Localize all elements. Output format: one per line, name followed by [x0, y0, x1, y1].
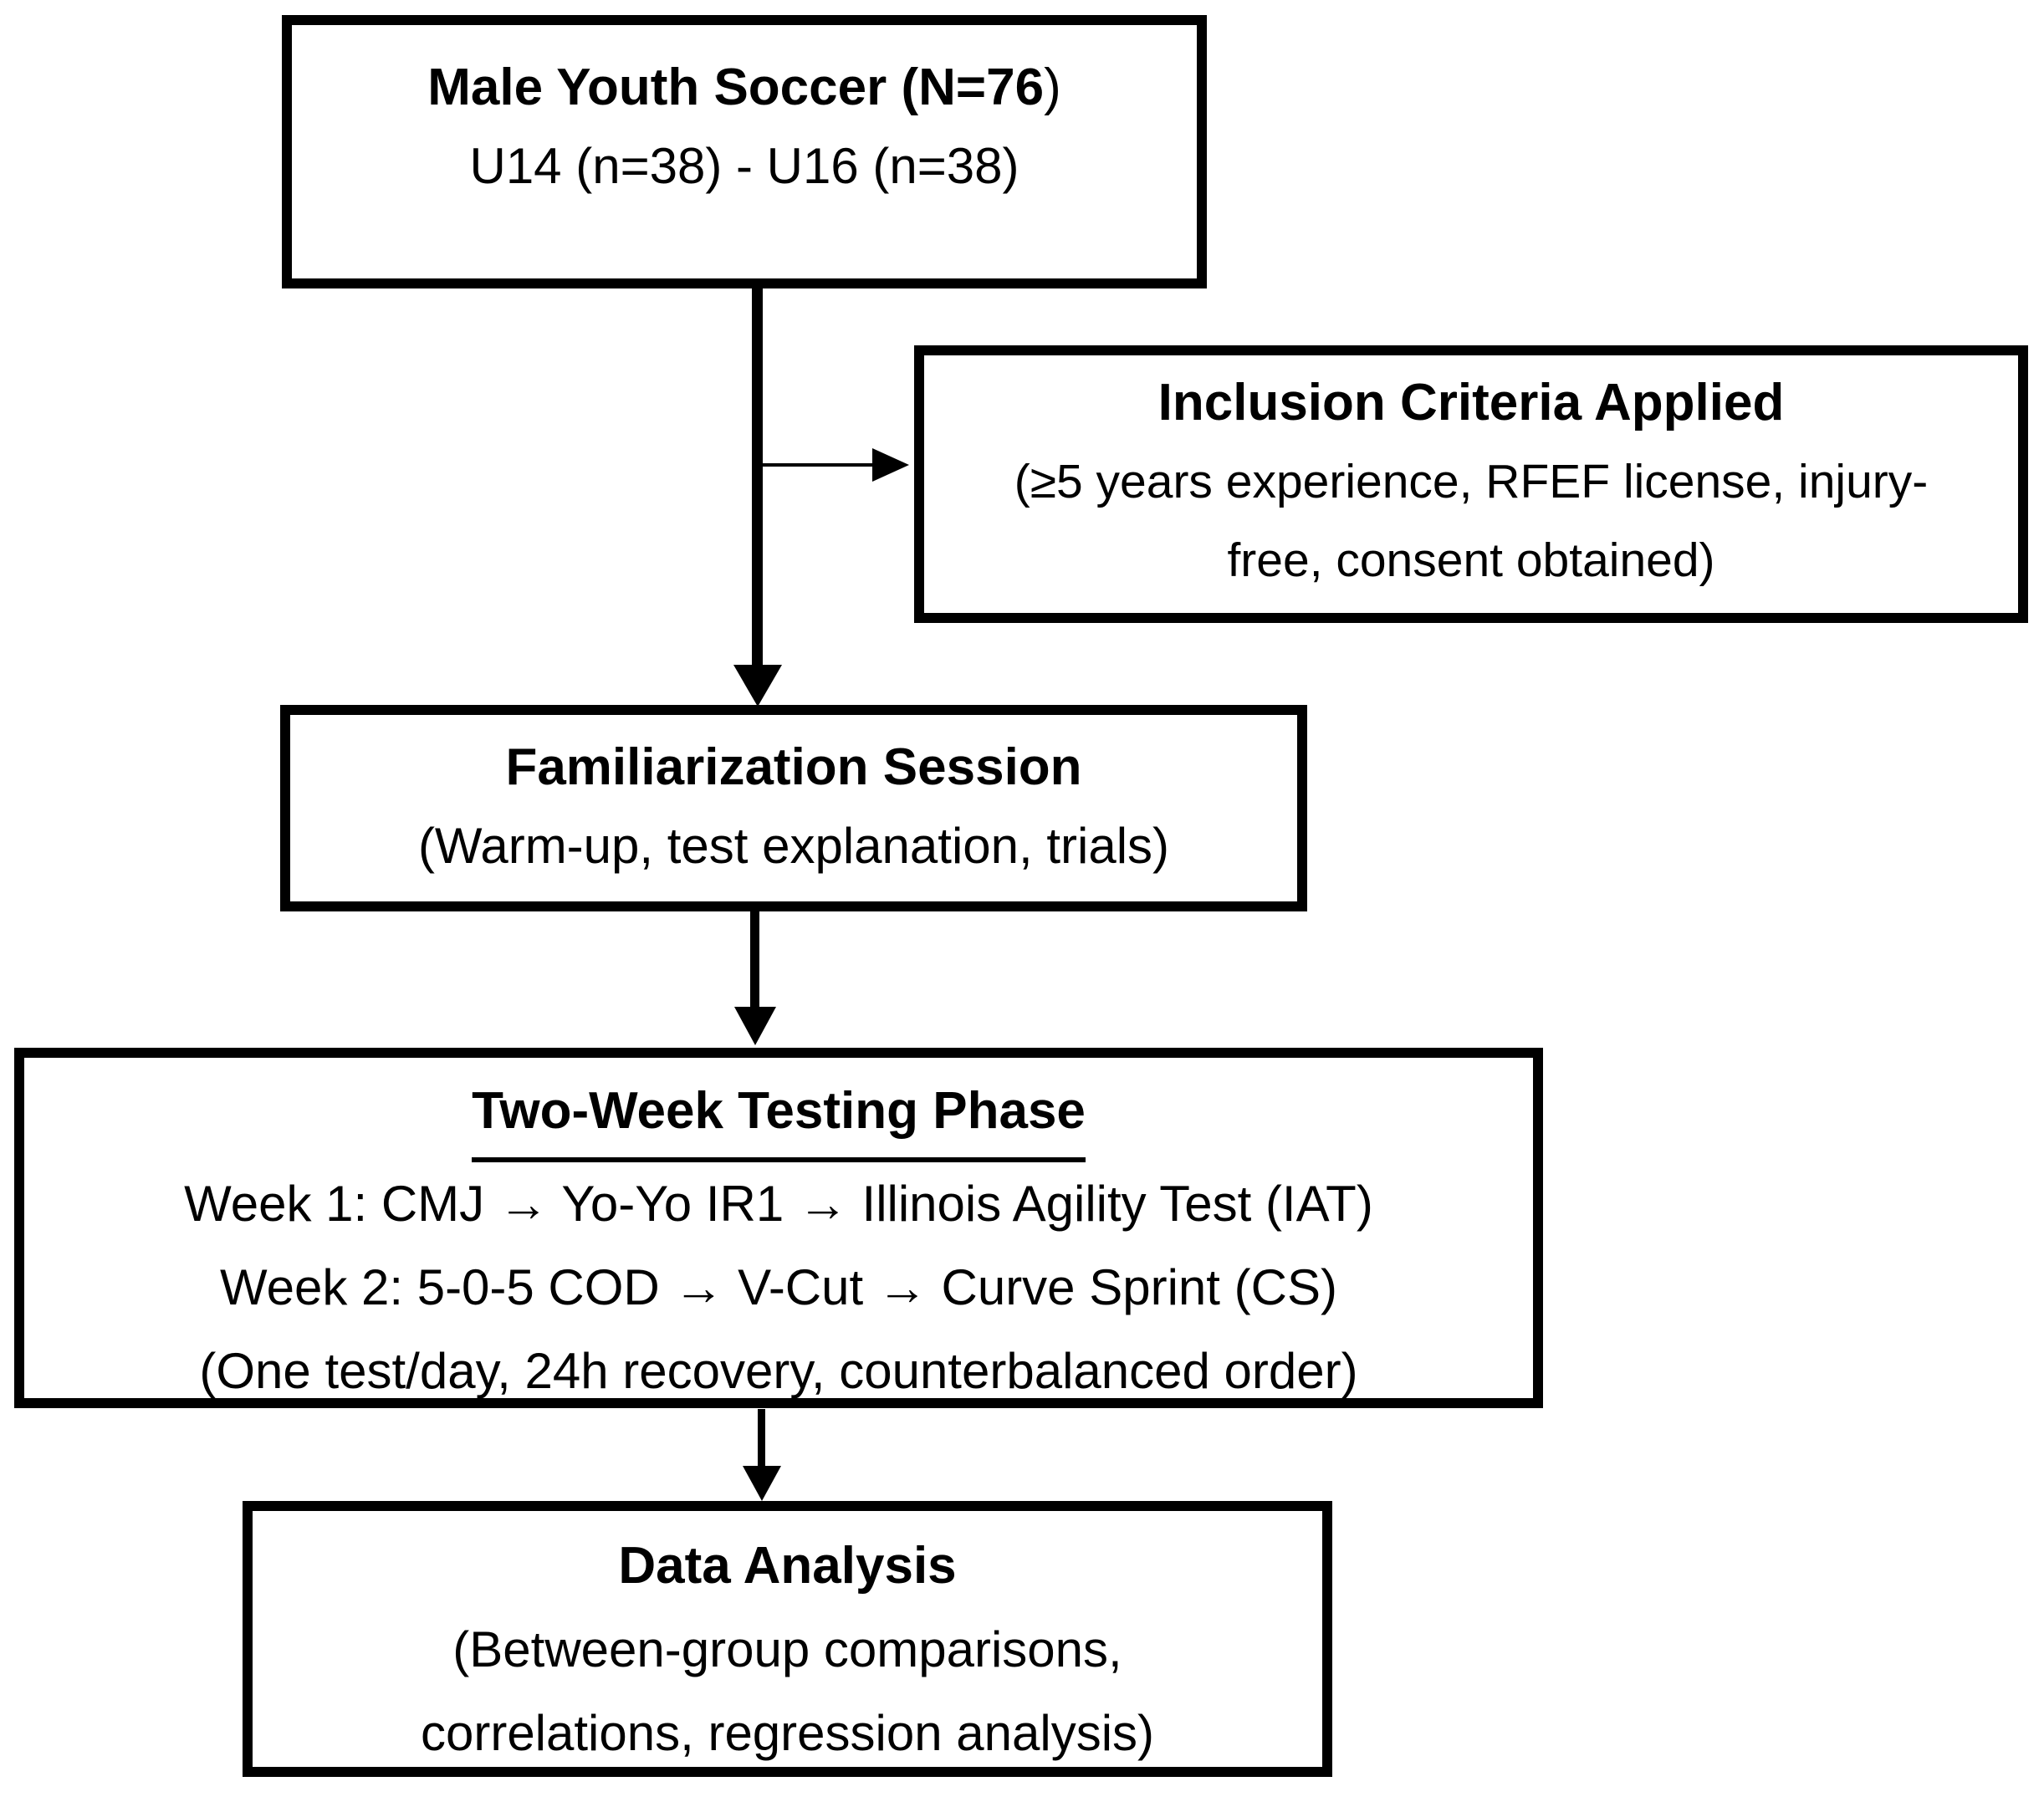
population-title-tail: ) — [1044, 59, 1061, 116]
arrow-population-to-familiarization-head-icon — [733, 665, 782, 707]
population-subtitle: U14 (n=38) - U16 (n=38) — [469, 138, 1019, 194]
arrow-population-to-familiarization-line — [752, 288, 763, 666]
box-population: Male Youth Soccer (N=76) U14 (n=38) - U1… — [282, 15, 1207, 288]
analysis-line: correlations, regression analysis) — [420, 1705, 1155, 1761]
inclusion-line: (≥5 years experience, RFEF license, inju… — [1014, 455, 1929, 508]
arrow-testing-to-analysis-line — [758, 1409, 765, 1468]
inclusion-line: free, consent obtained) — [1227, 533, 1715, 587]
arrow-branch-to-inclusion-line — [757, 463, 874, 467]
testing-week2-line: Week 2: 5-0-5 COD → V-Cut → Curve Sprint… — [220, 1259, 1337, 1315]
population-title-bold: Male Youth Soccer (N=76 — [427, 59, 1045, 116]
box-inclusion-criteria: Inclusion Criteria Applied (≥5 years exp… — [914, 345, 2028, 623]
testing-title: Two-Week Testing Phase — [24, 1069, 1533, 1162]
familiarization-title: Familiarization Session — [505, 738, 1082, 796]
arrow-testing-to-analysis-head-icon — [743, 1466, 781, 1501]
testing-title-text: Two-Week Testing Phase — [472, 1069, 1086, 1162]
box-data-analysis: Data Analysis (Between-group comparisons… — [243, 1501, 1332, 1777]
analysis-line: (Between-group comparisons, — [452, 1621, 1122, 1677]
testing-week1-line: Week 1: CMJ → Yo-Yo IR1 → Illinois Agili… — [184, 1176, 1373, 1232]
arrow-familiarization-to-testing-line — [750, 911, 759, 1008]
box-testing-phase: Two-Week Testing Phase Week 1: CMJ → Yo-… — [14, 1048, 1543, 1408]
arrow-branch-to-inclusion-head-icon — [872, 448, 909, 482]
analysis-title: Data Analysis — [618, 1537, 957, 1595]
inclusion-title: Inclusion Criteria Applied — [1157, 374, 1785, 431]
box-familiarization: Familiarization Session (Warm-up, test e… — [280, 705, 1307, 911]
familiarization-line: (Warm-up, test explanation, trials) — [417, 818, 1170, 874]
testing-note-line: (One test/day, 24h recovery, counterbala… — [199, 1343, 1358, 1399]
population-title: Male Youth Soccer (N=76) — [292, 48, 1197, 127]
arrow-familiarization-to-testing-head-icon — [734, 1007, 776, 1045]
